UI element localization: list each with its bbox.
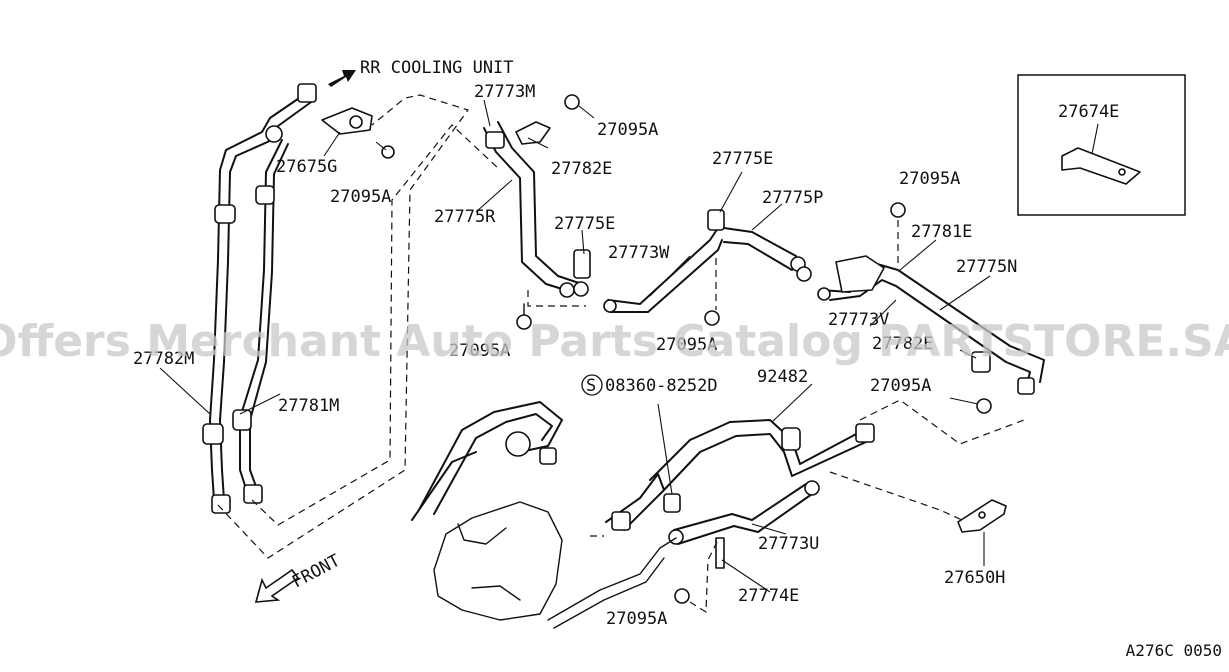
direction-label: RR COOLING UNIT	[360, 58, 514, 78]
assembly-boundary-line	[859, 399, 1025, 445]
bolt-27095A	[704, 258, 720, 326]
pipe-fitting	[214, 204, 236, 224]
part-label: 27095A	[656, 335, 717, 355]
pipe-end-fitting	[297, 83, 317, 103]
part-label: 27650H	[944, 568, 1005, 588]
pipe-27775P	[723, 227, 812, 282]
left-pipe-assembly	[202, 83, 317, 514]
part-label: 08360-8252D	[605, 376, 718, 396]
part-label: 27675G	[276, 157, 337, 177]
pipe-27773W	[603, 209, 725, 313]
part-label: 27773U	[758, 534, 819, 554]
pipe-end-fitting	[211, 494, 231, 514]
part-label: 27095A	[870, 376, 931, 396]
assembly-boundary-line	[829, 471, 963, 521]
part-label: 27775R	[434, 207, 496, 227]
pipe-fitting	[202, 423, 224, 445]
bolt-27095A	[890, 202, 906, 266]
part-label: 27095A	[449, 341, 510, 361]
inset-part-number: 27674E	[1058, 102, 1119, 122]
assembly-boundary-line	[251, 124, 501, 526]
pipe-27775R	[483, 121, 591, 298]
pipe-fitting	[232, 409, 252, 431]
part-label: 27095A	[330, 187, 391, 207]
bolt-27095A	[564, 94, 595, 119]
pipe-27775N	[817, 255, 1045, 395]
part-label: 27773M	[474, 82, 535, 102]
part-label: 27781M	[278, 396, 339, 416]
pipe-fitting	[255, 185, 275, 205]
compressor-hose	[411, 401, 563, 521]
watermark-text: Offers Merchant Auto Parts Catalog PARTS…	[0, 316, 1229, 367]
bolt-27095A	[375, 141, 395, 159]
part-label: 27775E	[712, 149, 773, 169]
clamp-27782E	[515, 121, 551, 145]
bolt-27095A	[674, 539, 719, 614]
assembly-boundary-line	[527, 290, 586, 307]
part-label: 27095A	[899, 169, 960, 189]
part-label: 92482	[757, 367, 808, 387]
bolt-spec-callout: S 08360-8252D	[581, 374, 718, 396]
part-labels: 27773M 27095A 27782E 27675G 27095A 27775…	[133, 82, 1017, 629]
pipe-end-fitting	[265, 125, 283, 143]
part-label: 27782M	[133, 349, 194, 369]
pipe-27773U	[547, 473, 820, 629]
part-label: 27773V	[828, 310, 889, 330]
assembly-boundary-line	[217, 94, 469, 559]
part-label: 27781E	[911, 222, 972, 242]
part-label: 27775N	[956, 257, 1017, 277]
part-label: 27782E	[551, 159, 612, 179]
part-label: 27774E	[738, 586, 799, 606]
front-direction-arrow: FRONT	[254, 551, 344, 603]
rr-cooling-unit-arrow: RR COOLING UNIT	[328, 58, 514, 87]
front-label: FRONT	[289, 551, 344, 593]
bolt-symbol: S	[586, 376, 596, 396]
part-label: 27095A	[597, 120, 658, 140]
part-label: 27095A	[606, 609, 667, 629]
bolt-27095A	[949, 397, 992, 414]
diagram-code: A276C 0050	[1126, 641, 1222, 660]
part-label: 27775P	[762, 188, 823, 208]
part-label: 27775E	[554, 214, 615, 234]
bracket-27650H	[957, 499, 1007, 533]
pipe-end-fitting	[243, 484, 263, 504]
inset-panel: 27674E	[1017, 74, 1186, 216]
hose-92482	[649, 419, 875, 491]
bolt-27095A	[516, 303, 532, 330]
part-label: 27782E	[872, 334, 933, 354]
leader-lines	[159, 99, 991, 593]
compressor-body	[433, 501, 563, 621]
part-label: 27773W	[608, 243, 670, 263]
clamp-27675G	[321, 107, 373, 135]
